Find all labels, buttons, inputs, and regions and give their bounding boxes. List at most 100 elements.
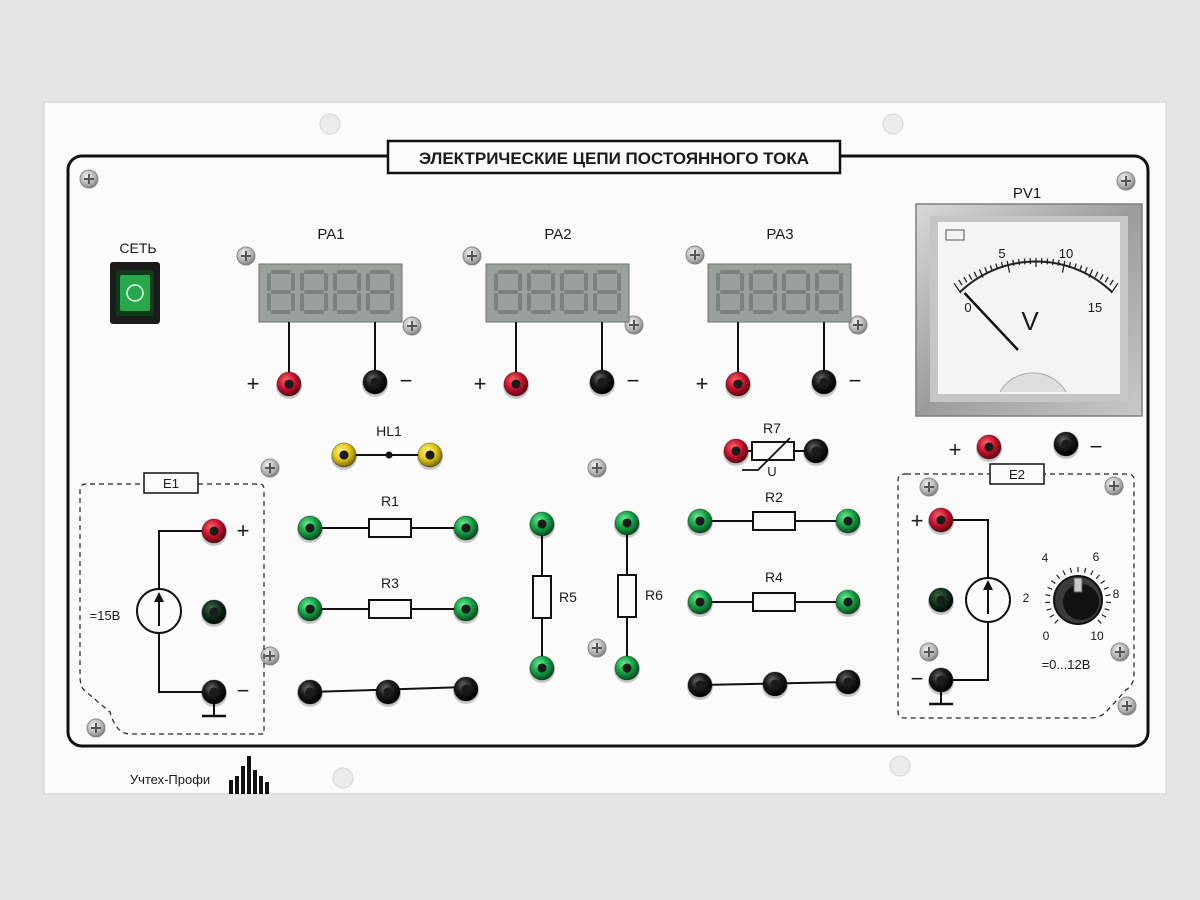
jack-dark-socket[interactable] [928, 587, 954, 615]
ammeter-pa1: PA1+− [247, 226, 413, 396]
e2-plus: + [911, 508, 924, 533]
jack-green-socket[interactable] [297, 515, 323, 543]
ammeters: PA1+−PA2+−PA3+− [247, 226, 862, 396]
screw-icon [919, 477, 939, 497]
jack-black-socket[interactable] [762, 671, 788, 699]
jack-black-socket[interactable] [803, 438, 829, 466]
jack-green-socket[interactable] [453, 596, 479, 624]
jack-red-socket[interactable] [928, 507, 954, 535]
voltmeter-pv1: PV1 0 5 10 15 V [915, 185, 1143, 417]
dial-scale-label: 4 [1042, 551, 1049, 565]
jack-red-socket[interactable] [276, 371, 302, 399]
lamp-hl1: HL1 [344, 423, 430, 459]
jack-green-socket[interactable] [835, 508, 861, 536]
jack-yellow-socket[interactable] [331, 442, 357, 470]
jack-black-socket[interactable] [835, 669, 861, 697]
r3-label: R3 [381, 575, 399, 591]
jack-dark-socket[interactable] [201, 599, 227, 627]
screw-icon [236, 246, 256, 266]
ammeter-minus: − [400, 368, 413, 393]
ammeter-label: PA3 [766, 226, 793, 243]
resistor-network: R1 R3 R5 R6 R2 R4 [309, 489, 849, 693]
e1-label: E1 [163, 476, 179, 491]
voltmeter-label: PV1 [1013, 185, 1041, 202]
voltmeter-needle [963, 292, 1019, 351]
jack-black-socket[interactable] [362, 369, 388, 397]
jack-green-socket[interactable] [529, 655, 555, 683]
jack-red-socket[interactable] [725, 371, 751, 399]
brand: Учтех-Профи [130, 756, 269, 794]
mounting-holes [319, 113, 911, 789]
screw-icon [86, 718, 106, 738]
dial-scale-label: 6 [1093, 550, 1100, 564]
voltmeter-scale-0: 0 [964, 300, 971, 315]
voltmeter-minus: − [1090, 434, 1103, 459]
brand-name: Учтех-Профи [130, 772, 210, 787]
r5-label: R5 [559, 589, 577, 605]
e2-minus: − [911, 666, 924, 691]
meter-logo-icon [945, 229, 965, 241]
dial-scale-label: 8 [1113, 587, 1120, 601]
jack-red-socket[interactable] [723, 438, 749, 466]
jack-red-socket[interactable] [201, 518, 227, 546]
jack-black-socket[interactable] [811, 369, 837, 397]
voltmeter-scale-5: 5 [998, 246, 1005, 261]
screw-icon [462, 246, 482, 266]
r1-label: R1 [381, 493, 399, 509]
voltmeter-unit: V [1021, 306, 1039, 336]
screw-icon [402, 316, 422, 336]
screw-icon [685, 245, 705, 265]
jack-black-socket[interactable] [297, 679, 323, 707]
voltmeter-ticks [953, 258, 1119, 294]
brand-logo-icon [229, 756, 269, 794]
jack-yellow-socket[interactable] [417, 442, 443, 470]
ammeter-minus: − [627, 368, 640, 393]
jack-green-socket[interactable] [614, 655, 640, 683]
ammeter-pa2: PA2+− [474, 226, 640, 396]
jack-green-socket[interactable] [529, 511, 555, 539]
screw-icon [1116, 171, 1136, 191]
thermistor-r7: R7 U [736, 420, 816, 479]
jack-black-socket[interactable] [375, 679, 401, 707]
jack-green-socket[interactable] [297, 596, 323, 624]
title-plate: ЭЛЕКТРИЧЕСКИЕ ЦЕПИ ПОСТОЯННОГО ТОКА [386, 139, 842, 175]
r4-label: R4 [765, 569, 783, 585]
jack-black-socket[interactable] [687, 672, 713, 700]
jack-black-socket[interactable] [928, 667, 954, 695]
jack-green-socket[interactable] [687, 589, 713, 617]
e1-minus: − [237, 678, 250, 703]
jack-green-socket[interactable] [687, 508, 713, 536]
jack-black-socket[interactable] [453, 676, 479, 704]
voltmeter-plus: + [949, 437, 962, 462]
lamp-label: HL1 [376, 423, 402, 439]
power-switch[interactable]: СЕТЬ [110, 240, 160, 324]
screw-icon [919, 642, 939, 662]
dial-scale-label: 2 [1023, 591, 1030, 605]
screw-icon [587, 458, 607, 478]
thermistor-sub: U [767, 464, 776, 479]
e2-value: =0...12В [1042, 657, 1091, 672]
screw-icon [79, 169, 99, 189]
e1-value: =15В [90, 608, 121, 623]
jack-green-socket[interactable] [614, 510, 640, 538]
jack-black-socket[interactable] [201, 679, 227, 707]
screw-icon [1117, 696, 1137, 716]
jack-red-socket[interactable] [503, 371, 529, 399]
jack-green-socket[interactable] [835, 589, 861, 617]
jack-black-socket[interactable] [1053, 431, 1079, 459]
power-switch-label: СЕТЬ [119, 240, 156, 256]
voltmeter-scale-10: 10 [1059, 246, 1073, 261]
screw-icon [1110, 642, 1130, 662]
screw-icon [1104, 476, 1124, 496]
jack-black-socket[interactable] [589, 369, 615, 397]
ammeter-minus: − [849, 368, 862, 393]
e2-label: E2 [1009, 467, 1025, 482]
ammeter-plus: + [696, 371, 709, 396]
jack-red-socket[interactable] [976, 434, 1002, 462]
jack-green-socket[interactable] [453, 515, 479, 543]
ammeter-plus: + [474, 371, 487, 396]
power-icon [126, 284, 144, 302]
ammeter-plus: + [247, 371, 260, 396]
